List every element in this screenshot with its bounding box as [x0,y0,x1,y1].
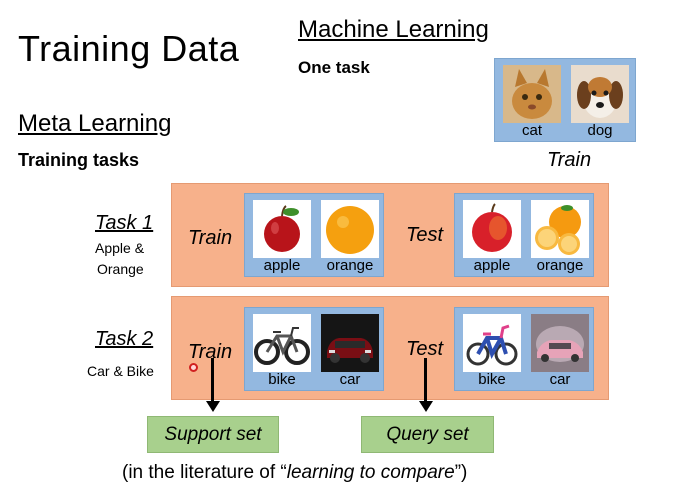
orange-icon [321,200,379,258]
footnote-italic: learning to compare [287,462,455,483]
task1-train-orange-caption: orange [315,257,385,274]
meta-learning-heading: Meta Learning [18,110,171,138]
bike-icon [253,314,311,372]
task2-train-set: bike car [244,307,384,391]
dog-caption: dog [565,122,635,139]
task2-desc: Car & Bike [87,363,154,379]
task2-test-bike-caption: bike [457,371,527,388]
query-arrow-head [419,401,433,412]
query-arrow-line [424,358,427,403]
task2-name: Task 2 [95,328,153,351]
task1-test-set: apple orange [454,193,594,277]
task1-name: Task 1 [95,212,153,235]
task2-train-car-caption: car [315,371,385,388]
support-set-box: Support set [147,416,279,453]
footnote-prefix: (in the literature of “ [122,462,287,483]
task1-train-label: Train [188,227,232,250]
support-arrow-head [206,401,220,412]
task1-desc-line2: Orange [97,261,144,277]
orange-slices-icon [531,200,589,258]
task1-test-label: Test [406,224,443,247]
machine-learning-heading: Machine Learning [298,16,489,44]
one-task-label: One task [298,58,370,78]
ml-train-label: Train [547,149,591,172]
apple-icon [463,200,521,258]
task1-train-apple-caption: apple [247,257,317,274]
task1-desc-line1: Apple & [95,240,144,256]
task2-train-bike-caption: bike [247,371,317,388]
page-title: Training Data [18,28,239,70]
footnote-suffix: ”) [455,462,468,483]
kids-bike-icon [463,314,521,372]
task2-box: Train bike car Test [171,296,609,400]
task2-test-car-caption: car [525,371,595,388]
task2-test-set: bike car [454,307,594,391]
task1-box: Train apple orange Test [171,183,609,287]
cursor-marker [189,363,198,372]
support-arrow-line [211,358,214,403]
task1-test-orange-caption: orange [525,257,595,274]
training-tasks-label: Training tasks [18,150,139,171]
car-icon [321,314,379,372]
dog-icon [571,65,629,123]
ml-train-box: cat dog [494,58,636,142]
footnote: (in the literature of “learning to compa… [122,462,467,484]
query-set-box: Query set [361,416,494,453]
task1-train-set: apple orange [244,193,384,277]
task1-test-apple-caption: apple [457,257,527,274]
cat-icon [503,65,561,123]
car-icon [531,314,589,372]
apple-icon [253,200,311,258]
cat-caption: cat [497,122,567,139]
